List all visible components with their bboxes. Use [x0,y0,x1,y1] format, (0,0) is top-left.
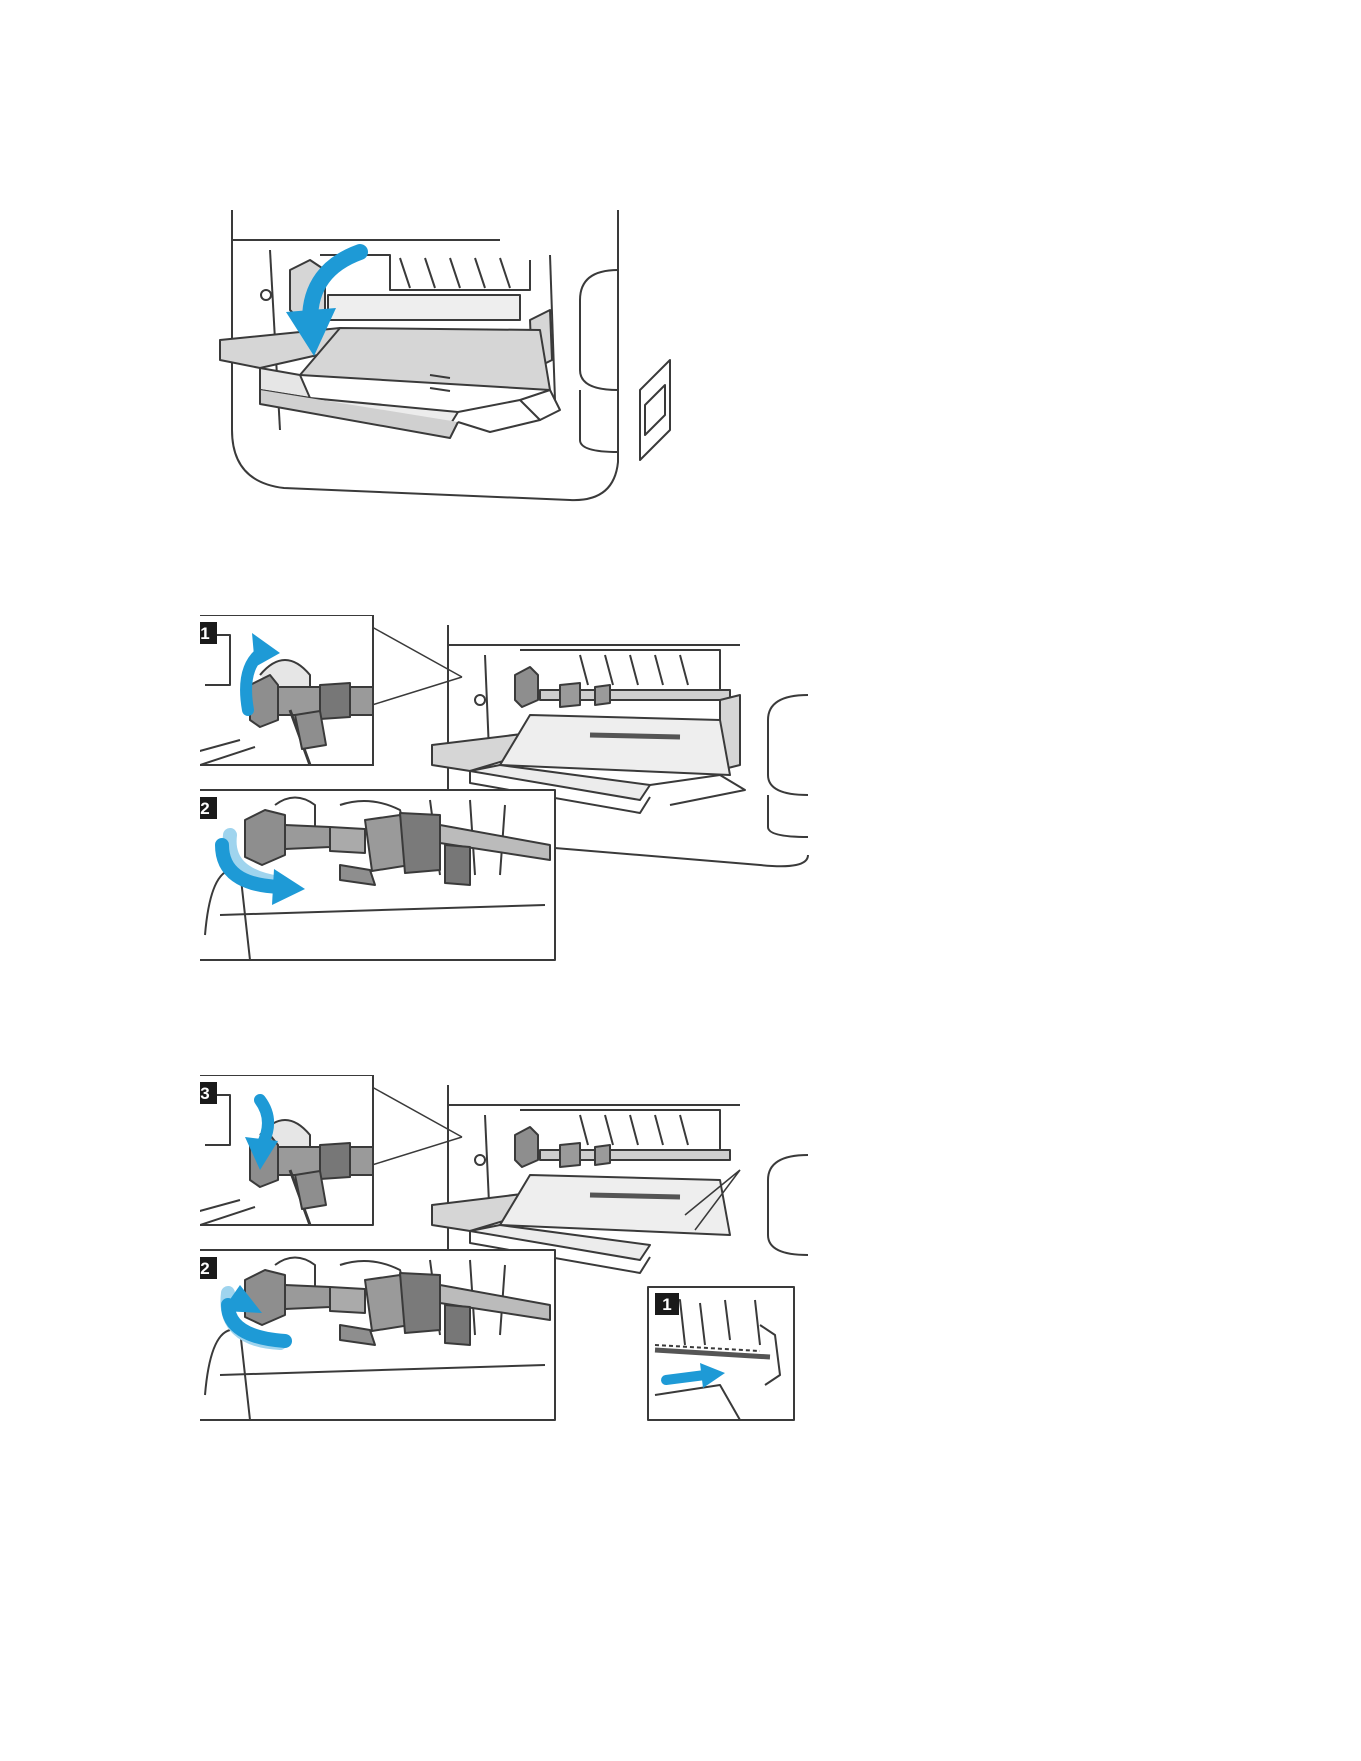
svg-text:3: 3 [200,1084,209,1103]
figure-open-tray [200,200,680,510]
callout-badge: 1 [655,1293,679,1315]
svg-text:2: 2 [200,1259,209,1278]
callout-badge: 2 [200,1257,217,1279]
callout-badge: 3 [200,1082,217,1104]
svg-text:2: 2 [200,799,209,818]
svg-text:1: 1 [662,1295,671,1314]
callout-badge: 1 [200,622,217,644]
figure-install-roller: 3 2 1 [200,1075,810,1475]
figure-remove-roller: 1 2 [200,615,810,1010]
callout-badge: 2 [200,797,217,819]
svg-text:1: 1 [200,624,209,643]
